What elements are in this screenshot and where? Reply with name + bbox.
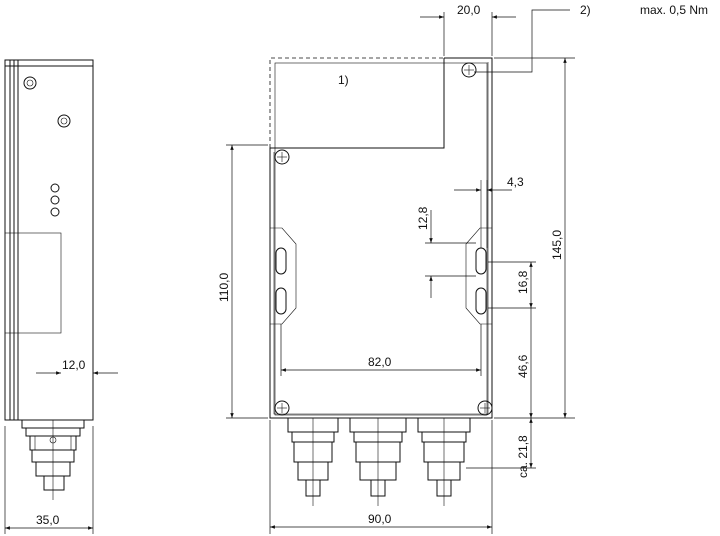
dim-connector-length: ca. 21,8	[516, 435, 530, 478]
screw-bottom-right	[477, 400, 493, 416]
side-screw-mid	[57, 114, 71, 128]
screw-bottom-left	[274, 400, 290, 416]
note-2: 2)	[580, 3, 591, 17]
note-1: 1)	[338, 73, 349, 87]
dim-side-offset: 12,0	[62, 358, 86, 372]
front-view: 1)	[217, 3, 708, 534]
left-mounting-slots	[270, 227, 297, 325]
dim-inner-width: 82,0	[368, 355, 392, 369]
dim-side-width: 35,0	[36, 513, 60, 527]
torque-note: max. 0,5 Nm	[640, 3, 708, 17]
connector-1	[287, 417, 339, 506]
dim-height-body: 110,0	[217, 273, 231, 302]
dim-front-width: 90,0	[368, 512, 392, 526]
connector-3	[417, 417, 471, 506]
led-indicators	[50, 183, 60, 217]
side-connector	[21, 419, 85, 500]
connector-2	[349, 417, 407, 506]
screw-top-left	[274, 149, 290, 165]
side-screw-top	[23, 76, 37, 90]
screw-top-right	[461, 62, 477, 78]
dim-slot-length: 16,8	[516, 270, 530, 294]
dim-top-block: 20,0	[457, 3, 481, 17]
dim-height-total: 145,0	[550, 230, 564, 260]
side-view: 12,0 35,0	[4, 59, 118, 534]
dim-slot-pitch: 12,8	[416, 206, 430, 230]
dim-slot-width: 4,3	[507, 175, 524, 189]
dim-lower-offset: 46,6	[516, 354, 530, 378]
